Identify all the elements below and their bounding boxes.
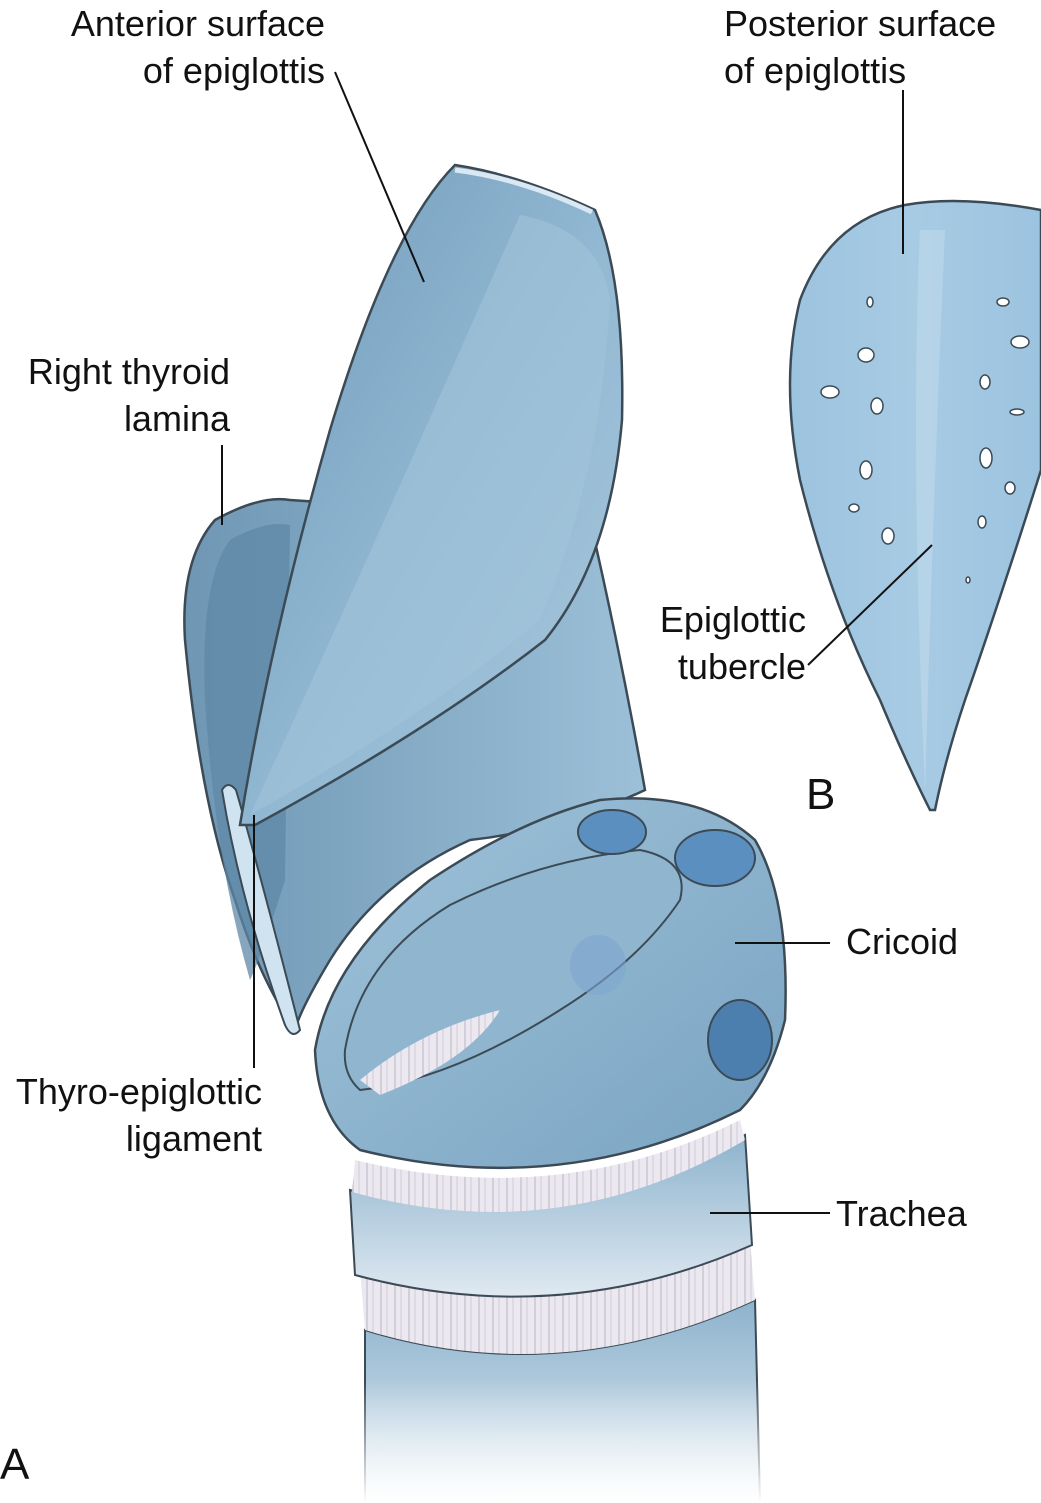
- label-cricoid: Cricoid: [846, 921, 959, 962]
- epiglottis-posterior: [788, 199, 1041, 812]
- label-anterior-surface: Anterior surface of epiglottis: [71, 0, 325, 94]
- leader-epiglottic-tubercle: [807, 544, 933, 666]
- label-right-thyroid-lamina-line2: lamina: [123, 398, 230, 439]
- panel-letter-b: B: [806, 770, 836, 819]
- leader-anterior-surface: [334, 71, 425, 283]
- cricoid-cartilage: [313, 797, 787, 1170]
- epiglottis-anterior: [238, 163, 624, 827]
- label-epiglottic-tubercle-line2: tubercle: [677, 646, 806, 687]
- label-epiglottic-tubercle: Epiglottic tubercle: [660, 596, 806, 690]
- leader-lines: [221, 71, 933, 1214]
- label-right-thyroid-lamina-line1: Right thyroid: [27, 351, 230, 392]
- label-right-thyroid-lamina: Right thyroid lamina: [28, 348, 230, 442]
- label-anterior-surface-line2: of epiglottis: [142, 50, 325, 91]
- label-posterior-surface-line2: of epiglottis: [724, 50, 907, 91]
- label-thyro-epiglottic-ligament-line1: Thyro-epiglottic: [15, 1071, 262, 1112]
- label-posterior-surface-line1: Posterior surface: [724, 3, 997, 44]
- panel-letter-a: A: [0, 1440, 30, 1489]
- label-posterior-surface: Posterior surface of epiglottis: [724, 0, 996, 94]
- label-thyro-epiglottic-ligament: Thyro-epiglottic ligament: [16, 1068, 262, 1162]
- label-epiglottic-tubercle-line1: Epiglottic: [659, 599, 806, 640]
- label-trachea: Trachea: [836, 1193, 967, 1234]
- label-thyro-epiglottic-ligament-line2: ligament: [125, 1118, 262, 1159]
- trachea: [348, 1120, 770, 1503]
- label-anterior-surface-line1: Anterior surface: [70, 3, 325, 44]
